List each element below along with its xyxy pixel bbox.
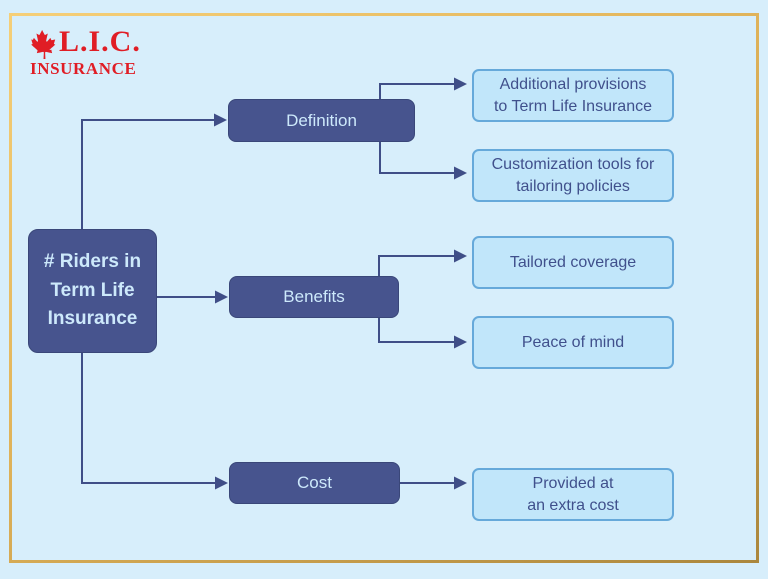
- connector-root-to-cost: [81, 353, 215, 484]
- arrowhead-definition: [214, 113, 227, 127]
- leaf-node-tailored-coverage: Tailored coverage: [472, 236, 674, 289]
- maple-leaf-icon: [31, 30, 56, 59]
- connector-benefits-to-leaf4: [378, 318, 454, 343]
- logo-subtitle-text: INSURANCE: [30, 59, 137, 78]
- connector-root-to-definition: [81, 119, 214, 229]
- branch-node-benefits: Benefits: [229, 276, 399, 318]
- arrowhead-benefits: [215, 290, 228, 304]
- lic-logo: L.I.C. INSURANCE: [30, 27, 152, 78]
- leaf-node-additional-provisions: Additional provisions to Term Life Insur…: [472, 69, 674, 122]
- arrowhead-leaf3: [454, 249, 467, 263]
- leaf-node-provided-at-extra-cost: Provided at an extra cost: [472, 468, 674, 521]
- connector-definition-to-leaf2: [379, 142, 454, 174]
- branch-node-cost: Cost: [229, 462, 400, 504]
- connector-definition-to-leaf1: [379, 83, 454, 99]
- logo-row: L.I.C.: [30, 27, 152, 59]
- leaf-node-peace-of-mind: Peace of mind: [472, 316, 674, 369]
- arrowhead-leaf4: [454, 335, 467, 349]
- arrowhead-leaf1: [454, 77, 467, 91]
- arrowhead-leaf5: [454, 476, 467, 490]
- arrowhead-leaf2: [454, 166, 467, 180]
- logo-brand-text: L.I.C.: [59, 25, 141, 58]
- connector-benefits-to-leaf3: [378, 255, 454, 276]
- leaf-node-customization-tools: Customization tools for tailoring polici…: [472, 149, 674, 202]
- branch-node-definition: Definition: [228, 99, 415, 142]
- arrowhead-cost: [215, 476, 228, 490]
- root-node-riders-in-term-life-insurance: # Riders in Term Life Insurance: [28, 229, 157, 353]
